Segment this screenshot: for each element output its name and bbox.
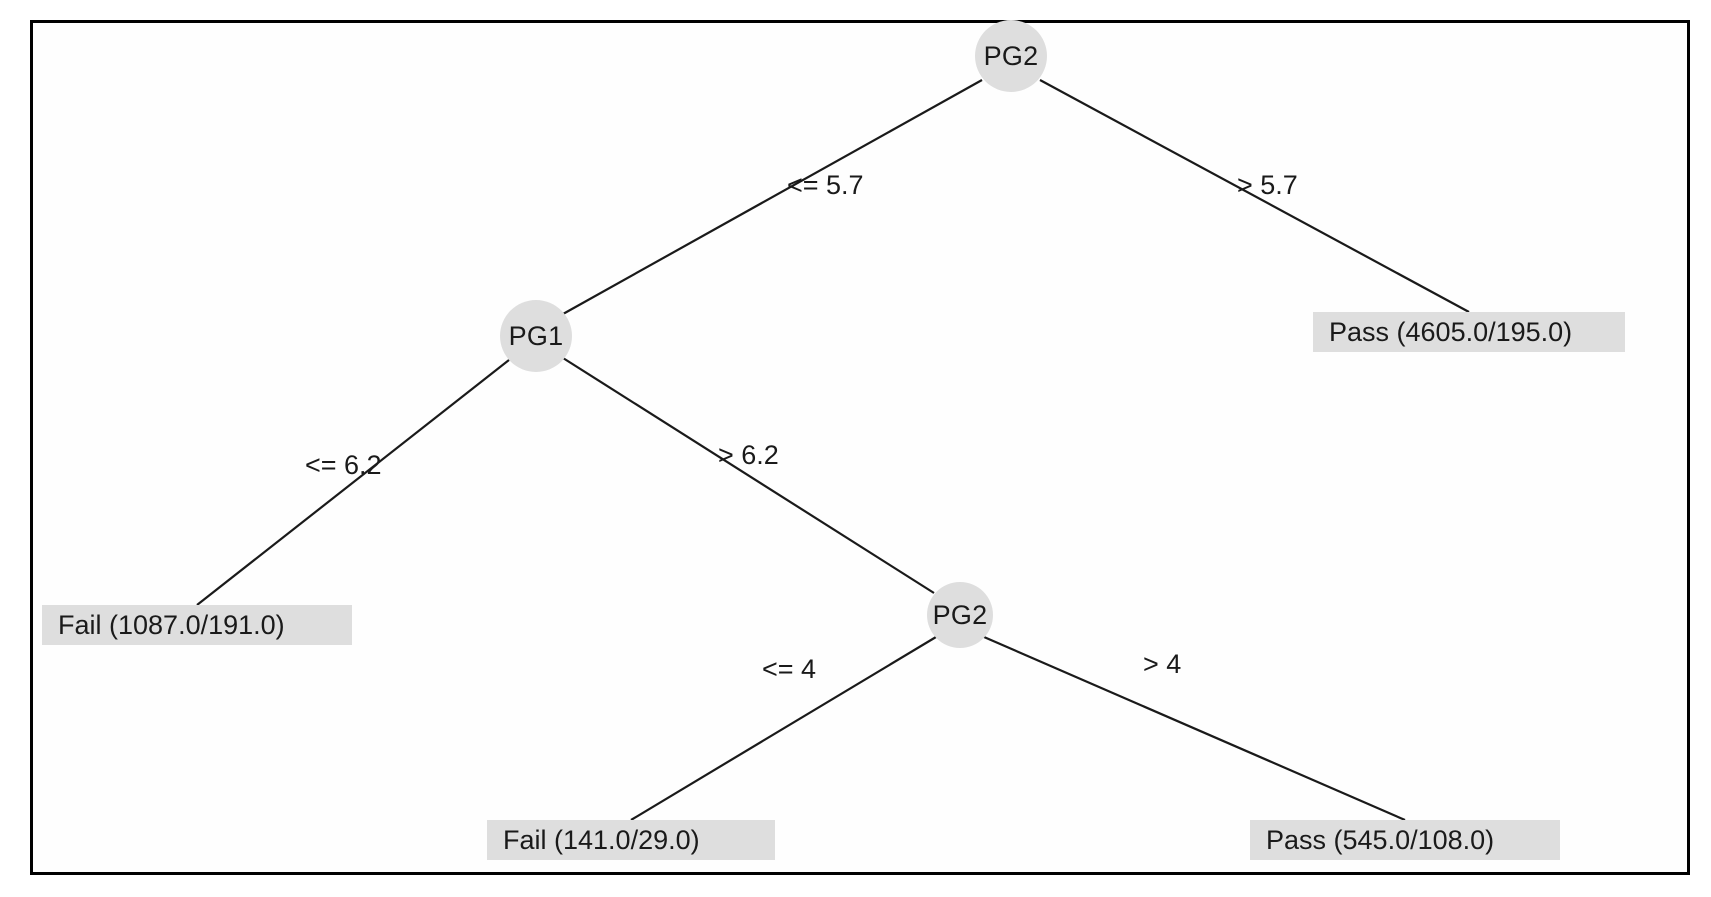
- tree-edge-n1-n4: [562, 357, 935, 594]
- decision-node-n4[interactable]: PG2: [927, 582, 993, 648]
- edge-line-group: [196, 79, 1470, 822]
- leaf-node-n6[interactable]: Pass (545.0/108.0): [1250, 820, 1560, 860]
- edge-label-n4-n6: > 4: [1143, 649, 1182, 679]
- tree-edge-n4-n5: [630, 636, 937, 821]
- edge-label-n0-n1: <= 5.7: [787, 170, 864, 200]
- leaf-node-n5[interactable]: Fail (141.0/29.0): [487, 820, 775, 860]
- decision-node-n0[interactable]: PG2: [975, 20, 1047, 92]
- tree-edge-n0-n1: [562, 79, 983, 315]
- tree-edge-n0-n2: [1039, 79, 1470, 313]
- edge-label-n1-n3: <= 6.2: [305, 450, 382, 480]
- decision-node-n1[interactable]: PG1: [500, 300, 572, 372]
- tree-edge-n1-n3: [196, 359, 510, 606]
- leaf-node-n3[interactable]: Fail (1087.0/191.0): [42, 605, 352, 645]
- edge-label-n1-n4: > 6.2: [718, 440, 779, 470]
- edge-label-n4-n5: <= 4: [762, 654, 817, 684]
- edge-label-n0-n2: > 5.7: [1237, 170, 1298, 200]
- leaf-node-n2[interactable]: Pass (4605.0/195.0): [1313, 312, 1625, 352]
- diagram-frame: [30, 20, 1690, 875]
- tree-edge-n4-n6: [983, 635, 1406, 822]
